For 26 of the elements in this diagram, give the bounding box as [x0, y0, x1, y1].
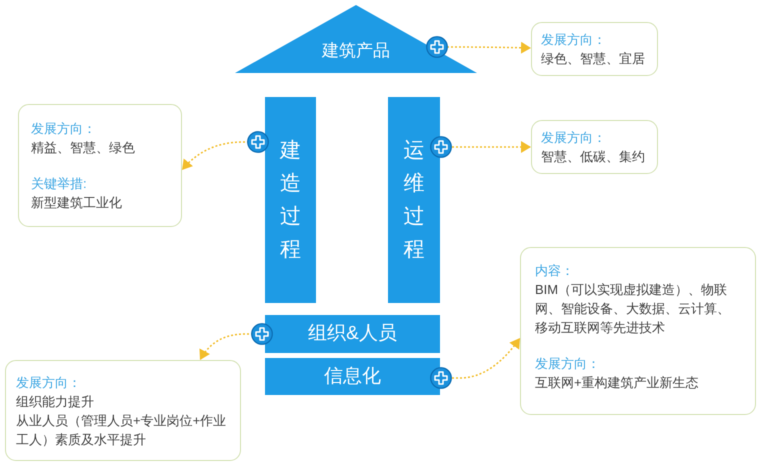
callout-box [531, 22, 658, 76]
pillar-label: 运维过程 [403, 138, 425, 263]
callout-heading: 关键举措: [31, 175, 87, 193]
pillar-label: 建造过程 [280, 138, 302, 263]
band-label: 信息化 [324, 366, 381, 388]
callout-box [531, 120, 658, 174]
band-label: 组织&人员 [308, 323, 397, 345]
callout-text: 新型建筑工业化 [31, 194, 122, 212]
callout-heading: 发展方向： [541, 31, 606, 49]
roof-shape [235, 5, 477, 73]
callout-box [5, 360, 241, 461]
callout-text: 互联网+重构建筑产业新生态 [535, 374, 699, 392]
callout-text: 从业人员（管理人员+专业岗位+作业工人）素质及水平提升 [16, 412, 228, 449]
callout-heading: 内容： [535, 262, 574, 280]
callout-heading: 发展方向： [535, 355, 600, 373]
callout-box [18, 104, 182, 227]
callout-heading: 发展方向： [16, 374, 81, 392]
callout-heading: 发展方向： [31, 120, 96, 138]
callout-heading: 发展方向： [541, 129, 606, 147]
callout-text: BIM（可以实现虚拟建造）、物联网、智能设备、大数据、云计算、移动互联网等先进技术 [535, 281, 731, 337]
roof-label: 建筑产品 [322, 41, 390, 61]
callout-text: 组织能力提升 [16, 393, 94, 411]
callout-box [520, 247, 756, 415]
callout-text: 智慧、低碳、集约 [541, 148, 645, 166]
callout-text: 精益、智慧、绿色 [31, 139, 135, 157]
callout-text: 绿色、智慧、宜居 [541, 50, 645, 68]
